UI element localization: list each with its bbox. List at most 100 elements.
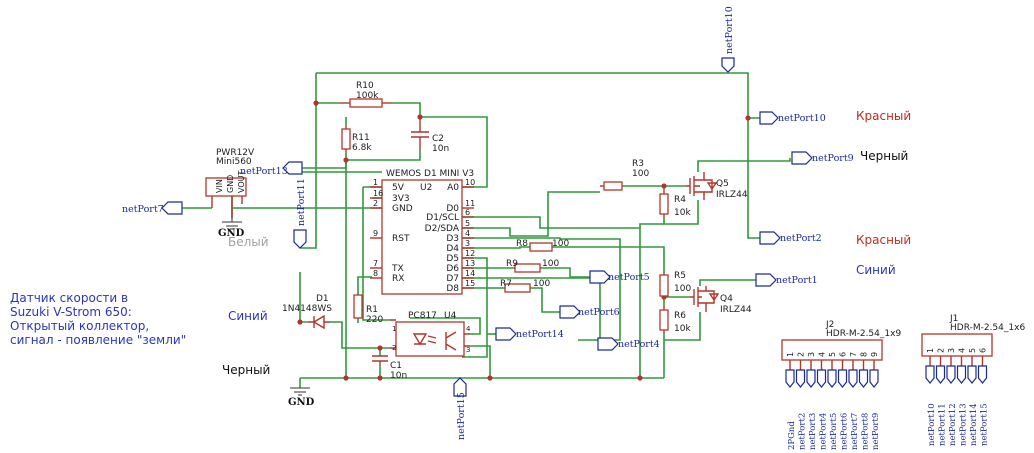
mcu-pin-name-d5: D5: [446, 254, 459, 264]
j2-name: J2: [825, 320, 834, 330]
net-port-10-top[interactable]: netPort10: [721, 6, 735, 73]
j1-pin-flag-2[interactable]: [935, 365, 946, 384]
note-line-2: Suzuki V-Strom 650:: [10, 305, 132, 319]
svg-text:2: 2: [392, 344, 396, 352]
wires: [182, 72, 791, 388]
net-port-4[interactable]: netPort4: [597, 337, 660, 351]
r1-value: 220: [366, 315, 383, 325]
j2-pin-flag-8[interactable]: [858, 369, 869, 388]
net-port-10-right[interactable]: netPort10: [759, 111, 826, 125]
j2-pins: 12PGnd2netPort23netPort34netPort45netPor…: [785, 352, 881, 450]
j1-pin-flag-3[interactable]: [946, 365, 956, 384]
c2-name: C2: [432, 134, 444, 144]
resistor-r11[interactable]: R11 6.8k: [341, 125, 372, 153]
net-port-7[interactable]: netPort7: [122, 201, 183, 215]
net-port-9[interactable]: netPort9: [791, 151, 854, 165]
j1-net-label-5: netPort14: [969, 403, 979, 446]
r1-name: R1: [366, 305, 378, 315]
net-port-11[interactable]: netPort11: [293, 178, 307, 249]
svg-text:4: 4: [466, 325, 471, 333]
resistor-r9[interactable]: R9 100: [506, 259, 559, 273]
mcu-pin-num-tx: 7: [373, 259, 378, 268]
net-port-13-label: netPort13: [240, 166, 288, 177]
header-j2[interactable]: J2 HDR-M-2.54_1x9 12PGnd2netPort23netPor…: [781, 320, 901, 450]
label-red-2: Красный: [856, 233, 911, 247]
u4-value: PC817: [408, 311, 437, 321]
j2-pin-flag-4[interactable]: [816, 369, 827, 388]
r7-name: R7: [500, 279, 512, 289]
net-port-15-label: netPort15: [456, 392, 467, 440]
ground-symbol-2: GND: [288, 387, 315, 408]
r6-name: R6: [674, 311, 686, 321]
r8-name: R8: [516, 239, 528, 249]
j1-pin-flag-5[interactable]: [967, 365, 977, 384]
capacitor-c1[interactable]: C1 10n: [372, 355, 407, 381]
q4-name: Q4: [720, 294, 733, 304]
j2-pin-flag-1[interactable]: [785, 369, 795, 388]
j2-pin-flag-2[interactable]: [795, 369, 806, 388]
mcu-pin-name-d4: D4: [446, 244, 459, 254]
pwr-value: Mini560: [216, 157, 252, 167]
power-module-pwr12v[interactable]: PWR12V Mini560 VIN GND VOUT: [205, 148, 255, 218]
net-port-4-label: netPort4: [618, 339, 660, 350]
mosfet-q4[interactable]: Q4 IRLZ44: [690, 286, 752, 315]
net-port-1-label: netPort1: [776, 275, 818, 286]
net-port-13[interactable]: netPort13: [240, 161, 303, 177]
mcu-wemos-d1-mini[interactable]: WEMOS D1 MINI V3 U2 15V163V32GND9RST7TX8…: [370, 169, 476, 295]
diode-d1[interactable]: D1 1N4148WS: [282, 294, 332, 330]
j2-pin-flag-9[interactable]: [869, 369, 879, 388]
j1-pin-flag-4[interactable]: [956, 365, 967, 384]
j1-net-label-2: netPort11: [938, 403, 948, 446]
resistor-r6[interactable]: R6 10k: [659, 306, 691, 334]
optocoupler-u4[interactable]: PC817 U4 1 2 4 3: [390, 311, 471, 357]
mosfet-q5[interactable]: Q5 IRLZ44: [686, 172, 748, 200]
j1-pin-num-6: 6: [979, 348, 988, 353]
j1-pin-flag-6[interactable]: [977, 365, 988, 384]
j2-pin-num-7: 7: [849, 352, 858, 357]
u4-name: U4: [444, 311, 457, 321]
gnd-label-1: GND: [218, 228, 245, 239]
j2-net-label-2: netPort2: [798, 413, 808, 450]
header-j1[interactable]: J1 HDR-M-2.54_1x6 1netPort102netPort113n…: [921, 314, 1025, 446]
mcu-pin-num-d4: 3: [465, 239, 470, 248]
net-port-6[interactable]: netPort6: [559, 305, 620, 319]
j2-pin-num-6: 6: [839, 352, 848, 357]
mcu-pin-name-d2-sda: D2/SDA: [425, 224, 460, 234]
resistor-r1[interactable]: R1 220: [353, 294, 383, 325]
r11-value: 6.8k: [352, 143, 372, 153]
j2-net-label-5: netPort5: [829, 413, 839, 450]
j1-value: HDR-M-2.54_1x6: [950, 323, 1025, 333]
capacitor-c2[interactable]: C2 10n: [411, 117, 449, 154]
j2-net-label-6: netPort6: [840, 413, 850, 450]
r8-value: 100: [552, 239, 569, 249]
r9-name: R9: [506, 259, 518, 269]
resistor-r10[interactable]: R10 100k: [340, 81, 392, 108]
mcu-pin-name-d1-scl: D1/SCL: [426, 213, 459, 223]
resistor-r5[interactable]: R5 100: [659, 271, 691, 300]
net-port-1[interactable]: netPort1: [755, 273, 818, 287]
resistor-r4[interactable]: R4 10k: [659, 190, 691, 218]
mcu-pin-name-5v: 5V: [392, 183, 405, 193]
resistor-r3[interactable]: R3 100: [600, 159, 649, 191]
j2-net-label-9: netPort9: [871, 413, 881, 450]
resistor-r8[interactable]: R8 100: [516, 239, 569, 252]
resistor-r7[interactable]: R7 100: [500, 279, 550, 293]
mcu-pin-name-d8: D8: [446, 284, 459, 294]
j1-pin-flag-1[interactable]: [925, 365, 935, 384]
j2-net-label-7: netPort7: [850, 413, 860, 450]
j2-pin-flag-7[interactable]: [848, 369, 858, 388]
mcu-pin-num-gnd: 2: [373, 199, 378, 208]
j2-pin-flag-5[interactable]: [827, 369, 837, 388]
net-port-14[interactable]: netPort14: [495, 327, 564, 341]
net-port-15[interactable]: netPort15: [453, 377, 467, 440]
d1-name: D1: [316, 294, 329, 304]
junctions: [297, 100, 751, 381]
gnd-label-2: GND: [288, 397, 315, 408]
j2-pin-flag-6[interactable]: [837, 369, 848, 388]
mcu-pin-num-d2-sda: 5: [465, 219, 470, 228]
net-port-2[interactable]: netPort2: [759, 231, 822, 245]
j2-pin-flag-3[interactable]: [806, 369, 816, 388]
j1-net-label-3: netPort12: [948, 403, 958, 446]
net-port-5[interactable]: netPort5: [589, 270, 650, 284]
